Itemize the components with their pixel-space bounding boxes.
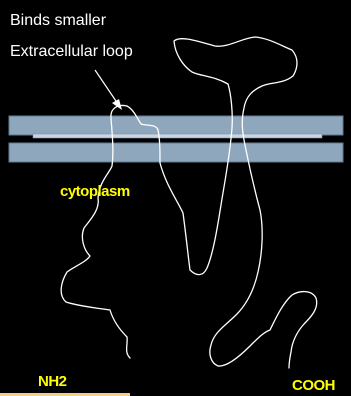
annotation-line-1: Binds smaller <box>10 12 107 29</box>
n-terminus-label: NH2 <box>38 373 67 390</box>
c-terminus-label: COOH <box>292 377 335 394</box>
annotation-line-2: Extracellular loop <box>10 43 133 60</box>
cytoplasm-label: cytoplasm <box>60 183 130 200</box>
membrane-core <box>33 134 322 138</box>
membrane-bilayer <box>9 116 343 162</box>
annotation-arrow-shaft <box>95 70 118 104</box>
protein-chain-trace <box>61 37 317 368</box>
membrane-outer-leaflet <box>9 116 343 135</box>
membrane-inner-leaflet <box>9 143 343 162</box>
